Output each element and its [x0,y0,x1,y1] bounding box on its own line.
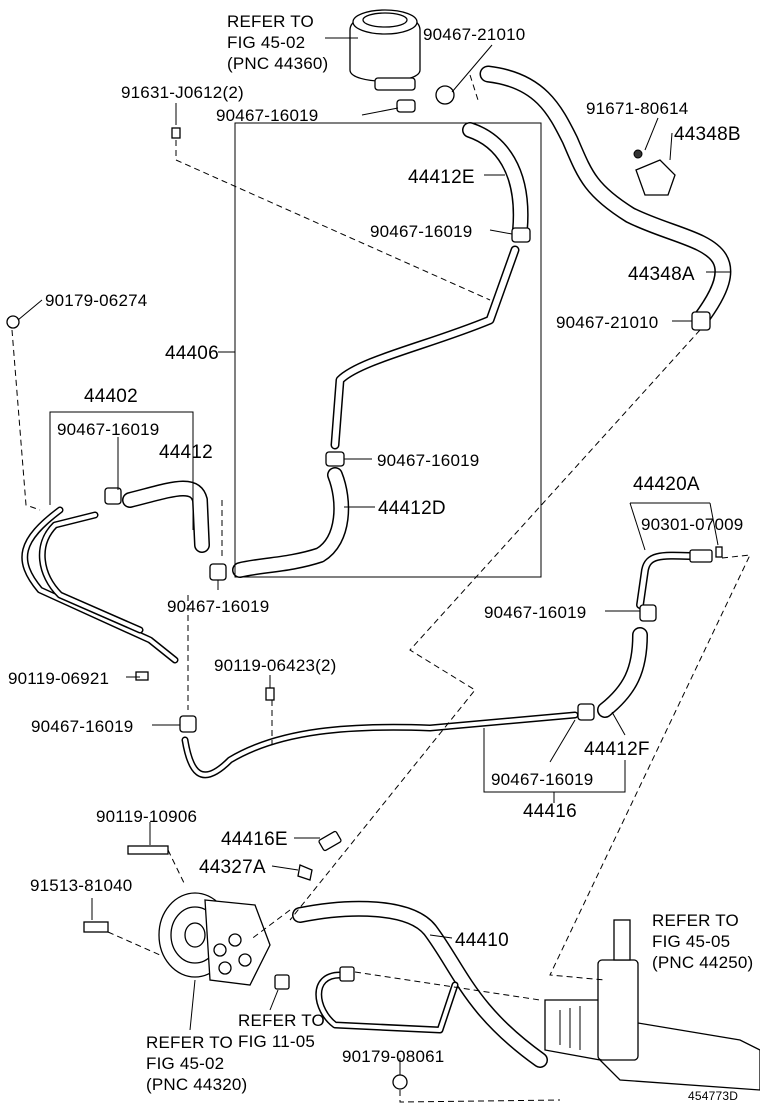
kit-box-44406 [234,122,542,578]
reference-note-pnc-44360: REFER TO FIG 45-02 (PNC 44360) [227,12,328,73]
pipe-44402 [21,506,179,664]
reference-line1: REFER TO [227,12,314,31]
part-label: 90467-16019 [57,420,159,439]
reference-line2: FIG 45-02 [146,1054,224,1073]
part-label: 90467-21010 [423,25,525,44]
part-label: 44348A [628,264,695,285]
fitting [274,549,713,990]
reference-line3: (PNC 44320) [146,1075,247,1094]
part-label: 44412F [584,739,650,760]
part-label: 91513-81040 [30,876,132,895]
part-label: 91631-J0612(2) [121,83,244,102]
reference-line3: (PNC 44250) [652,953,753,972]
hose-44412d [232,467,350,578]
part-label: 44402 [84,386,138,407]
part-label: 90301-07009 [641,515,743,534]
reference-line1: REFER TO [146,1033,233,1052]
part-label: 44412E [408,167,475,188]
part-label: 44412D [378,498,446,519]
part-label: 44410 [455,930,509,951]
reference-line1: REFER TO [238,1011,325,1030]
hose-clamp [104,85,711,733]
hose-44412e [462,122,529,238]
steering-gear [544,919,760,1091]
pipe-44416 [181,711,579,779]
part-label: 90467-16019 [167,597,269,616]
hose-44412 [122,480,210,553]
hose-44412f [597,627,648,718]
part-label: 90467-21010 [556,313,658,332]
hose-44410 [292,900,548,1068]
part-label: 90467-16019 [216,106,318,125]
reference-line1: REFER TO [652,911,739,930]
part-label: 44406 [165,343,219,364]
diagram-id: 454773D [688,1089,738,1103]
part-label: 90119-06921 [8,669,109,688]
part-label: 44327A [199,857,266,878]
part-label: 90467-16019 [484,603,586,622]
part-label: 90119-10906 [96,807,197,826]
part-label: 90467-16019 [370,222,472,241]
reference-note-pnc-44320: REFER TO FIG 45-02 (PNC 44320) [146,1033,247,1094]
part-label: 90179-08061 [342,1047,444,1066]
reference-line2: FIG 45-05 [652,932,730,951]
part-label: 90119-06423(2) [214,656,337,675]
part-label: 90467-16019 [377,451,479,470]
reference-line2: FIG 11-05 [238,1032,315,1051]
reference-note-fig-11-05: REFER TO FIG 11-05 [238,1011,325,1051]
pipe-44406 [330,245,520,450]
part-label: 90179-06274 [45,291,147,310]
reference-line2: FIG 45-02 [227,33,305,52]
part-label: 44412 [159,442,213,463]
part-label: 90467-16019 [31,717,133,736]
part-label: 44416E [221,829,288,850]
reference-line3: (PNC 44360) [227,54,328,73]
part-label: 44416 [523,801,577,822]
part-label: 44420A [633,474,700,495]
part-label: 90467-16019 [491,770,593,789]
bracket-44348b [633,149,676,196]
reference-note-pnc-44250: REFER TO FIG 45-05 (PNC 44250) [652,911,753,972]
pipe-44420a [636,551,694,609]
part-label: 91671-80614 [586,99,688,118]
hose-44348a [479,65,732,329]
part-label: 44348B [674,124,741,145]
reservoir-tank [349,9,421,91]
power-steering-pump [158,892,271,986]
